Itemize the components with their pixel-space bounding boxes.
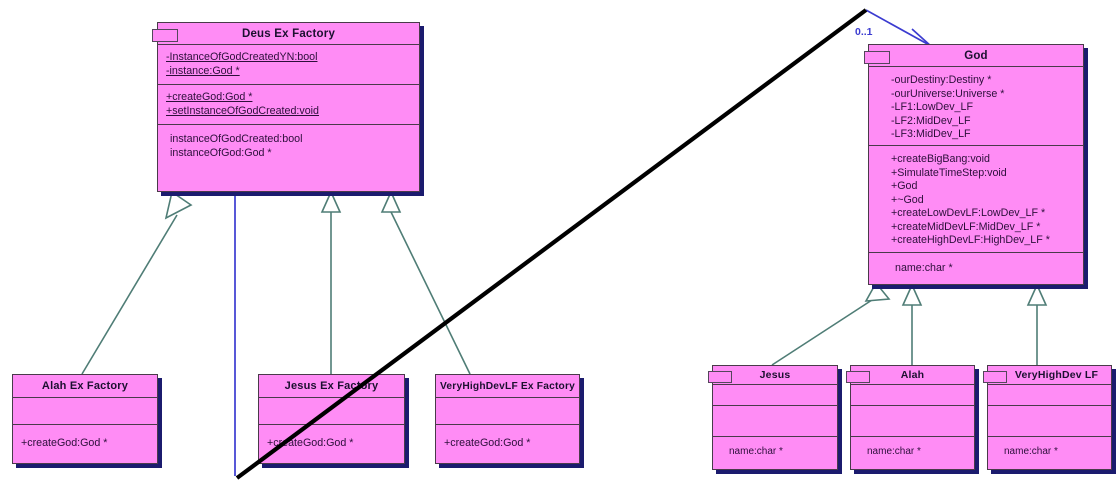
responsibilities-compartment-veryhighdev-lf: name:char * [988, 436, 1111, 467]
responsibility-row: name:char * [867, 446, 921, 457]
generalization-jesus-ex-factory [320, 190, 342, 374]
generalization-jesus [771, 281, 891, 366]
operations-compartment-veryhighdevlf-ex-factory: +createGod:God * [436, 424, 579, 463]
operation-row: +setInstanceOfGodCreated:void [166, 104, 319, 117]
attribute-row: -LF3:MidDev_LF [891, 128, 971, 140]
class-handle-icon-deus-ex-factory [152, 29, 178, 42]
operation-row: +createGod:God * [21, 437, 108, 449]
operation-row: +createGod:God * [444, 437, 531, 449]
responsibility-row: name:char * [1004, 446, 1058, 457]
attribute-row: -ourDestiny:Destiny * [891, 74, 992, 86]
class-veryhighdevlf-ex-factory[interactable]: VeryHighDevLF Ex Factory +createGod:God … [435, 374, 580, 464]
operation-row: +~God [891, 193, 924, 206]
operation-row: +createMidDevLF:MidDev_LF * [891, 220, 1041, 233]
responsibilities-compartment-god: name:char * [869, 252, 1083, 286]
responsibility-row: instanceOfGod:God * [170, 146, 272, 159]
generalization-veryhighdevlf-ex-factory [380, 190, 471, 375]
class-deus-ex-factory[interactable]: Deus Ex Factory -InstanceOfGodCreatedYN:… [157, 22, 420, 192]
class-title-veryhighdev-lf: VeryHighDev LF [1014, 369, 1099, 381]
attributes-compartment-veryhighdevlf-ex-factory [436, 397, 579, 424]
operations-compartment-veryhighdev-lf [988, 405, 1111, 436]
multiplicity-label-0-1: 0..1 [855, 26, 873, 38]
class-handle-icon-jesus [708, 371, 732, 383]
operations-compartment-deus-ex-factory: +createGod:God * +setInstanceOfGodCreate… [158, 84, 419, 124]
operations-compartment-alah [851, 405, 974, 436]
class-god[interactable]: God -ourDestiny:Destiny * -ourUniverse:U… [868, 44, 1084, 285]
responsibilities-compartment-alah: name:char * [851, 436, 974, 467]
operation-row: +SimulateTimeStep:void [891, 166, 1007, 179]
class-title-jesus-ex-factory: Jesus Ex Factory [284, 380, 379, 392]
class-title-veryhighdevlf-ex-factory: VeryHighDevLF Ex Factory [439, 380, 576, 392]
responsibility-row: name:char * [729, 446, 783, 457]
class-title-alah-ex-factory: Alah Ex Factory [41, 380, 129, 392]
attributes-compartment-jesus [713, 384, 837, 405]
operations-compartment-jesus [713, 405, 837, 436]
operation-row: +createBigBang:void [891, 153, 990, 165]
attributes-compartment-alah-ex-factory [13, 397, 157, 424]
attribute-row: -InstanceOfGodCreatedYN:bool [166, 51, 318, 63]
class-handle-icon-alah [846, 371, 870, 383]
class-title-deus-ex-factory: Deus Ex Factory [241, 27, 336, 40]
operations-compartment-god: +createBigBang:void +SimulateTimeStep:vo… [869, 145, 1083, 252]
generalization-alah [901, 283, 923, 365]
attributes-compartment-deus-ex-factory: -InstanceOfGodCreatedYN:bool -instance:G… [158, 44, 419, 84]
generalization-alah-ex-factory [81, 190, 193, 375]
operation-row: +createGod:God * [166, 91, 253, 103]
class-handle-icon-veryhighdev-lf [983, 371, 1007, 383]
class-handle-icon-god [864, 51, 890, 64]
class-title-god: God [964, 49, 988, 62]
responsibility-row: name:char * [895, 262, 953, 274]
class-alah-ex-factory[interactable]: Alah Ex Factory +createGod:God * [12, 374, 158, 464]
operation-row: +createGod:God * [267, 437, 354, 449]
operations-compartment-alah-ex-factory: +createGod:God * [13, 424, 157, 463]
attributes-compartment-jesus-ex-factory [259, 397, 404, 424]
attribute-row: -instance:God * [166, 64, 240, 77]
attributes-compartment-god: -ourDestiny:Destiny * -ourUniverse:Unive… [869, 66, 1083, 145]
responsibilities-compartment-jesus: name:char * [713, 436, 837, 467]
responsibility-row: instanceOfGodCreated:bool [170, 133, 303, 145]
class-title-alah: Alah [900, 369, 925, 381]
attributes-compartment-veryhighdev-lf [988, 384, 1111, 405]
class-alah[interactable]: Alah name:char * [850, 365, 975, 470]
attribute-row: -ourUniverse:Universe * [891, 87, 1005, 100]
attribute-row: -LF1:LowDev_LF [891, 101, 973, 113]
responsibilities-compartment-deus-ex-factory: instanceOfGodCreated:bool instanceOfGod:… [158, 124, 419, 170]
class-veryhighdev-lf[interactable]: VeryHighDev LF name:char * [987, 365, 1112, 470]
attributes-compartment-alah [851, 384, 974, 405]
operation-row: +createHighDevLF:HighDev_LF * [891, 234, 1050, 246]
operation-row: +God [891, 180, 918, 192]
generalization-veryhighdev-lf [1026, 283, 1048, 365]
attribute-row: -LF2:MidDev_LF [891, 114, 971, 127]
operations-compartment-jesus-ex-factory: +createGod:God * [259, 424, 404, 463]
operation-row: +createLowDevLF:LowDev_LF * [891, 207, 1046, 219]
class-jesus-ex-factory[interactable]: Jesus Ex Factory +createGod:God * [258, 374, 405, 464]
